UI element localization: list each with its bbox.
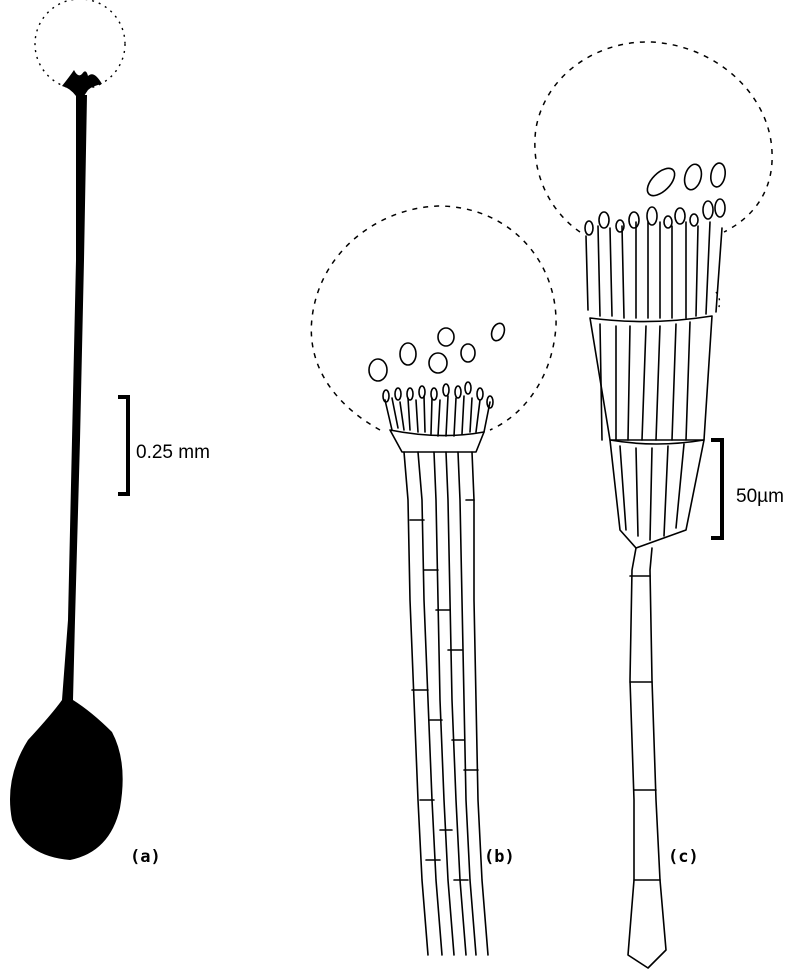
panel-b-spore [369, 359, 387, 381]
panel-a-fruiting-body: (a) [10, 0, 161, 867]
panel-c-phialides [585, 199, 725, 548]
panel-b-label: (b) [484, 847, 515, 867]
scale-bar-label-left: 0.25 mm [136, 442, 210, 463]
panel-c-spore [643, 164, 680, 201]
panel-b-synnema: (b) [311, 206, 556, 955]
panel-b-spore [489, 321, 506, 342]
panel-b-spore [461, 344, 475, 362]
scale-bar-line-right [711, 440, 722, 538]
scale-bar-line-left [118, 397, 128, 494]
panel-c-stipe [628, 548, 666, 968]
panel-c-label: (c) [668, 847, 699, 867]
scale-bar-0-25mm: 0.25 mm [118, 397, 210, 494]
panel-b-spore [438, 328, 454, 346]
scale-bar-50um: 50µm [711, 440, 784, 538]
panel-c-spore [682, 162, 704, 191]
panel-b-stipe-hyphae [404, 452, 488, 955]
panel-b-spore-mass-outline [311, 206, 556, 430]
panel-b-phialides [383, 382, 493, 452]
panel-a-label: (a) [130, 847, 161, 867]
panel-a-stalk-and-base [10, 95, 123, 860]
panel-a-apical-head [62, 70, 102, 96]
panel-b-spore [400, 343, 416, 365]
scale-bar-label-right: 50µm [736, 486, 784, 507]
panel-c-spore-mass-outline [535, 42, 772, 232]
panel-b-spore [429, 353, 447, 373]
panel-c-spore [709, 162, 727, 188]
